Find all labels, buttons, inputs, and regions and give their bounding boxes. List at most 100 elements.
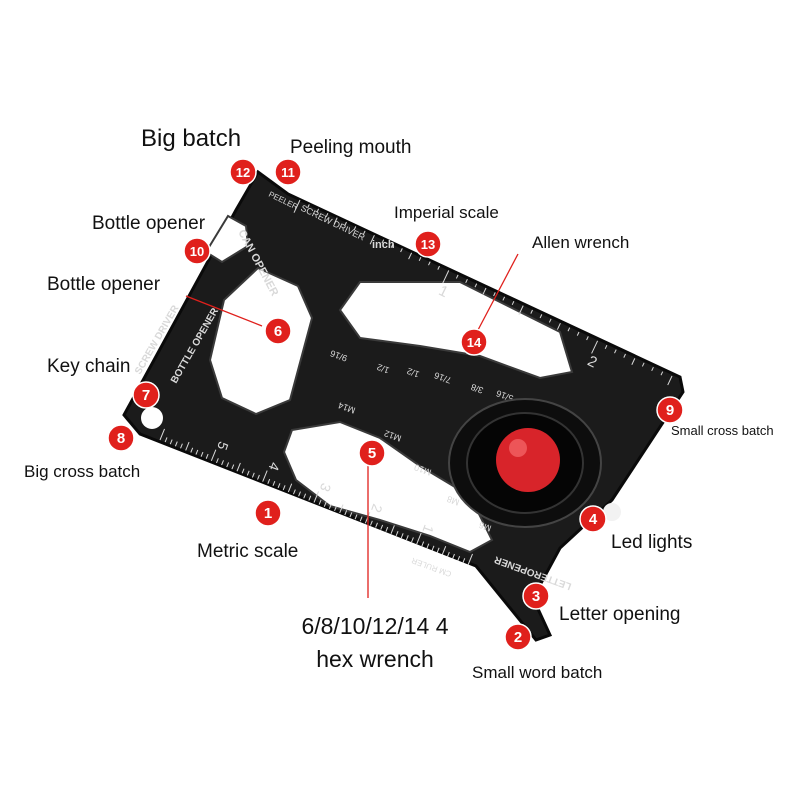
metric-tick — [164, 437, 168, 443]
led-button-highlight — [509, 439, 527, 457]
marker-letter-opening: 3 — [522, 582, 550, 610]
marker-number: 10 — [190, 244, 204, 259]
led-light — [448, 398, 602, 528]
imperial-tick — [316, 208, 320, 213]
imperial-tick — [548, 318, 552, 323]
marker-number: 14 — [467, 335, 482, 350]
imperial-tick — [660, 371, 664, 376]
leader-lines — [185, 253, 519, 598]
metric-tick — [318, 499, 322, 505]
marker-led-lights: 4 — [579, 505, 607, 533]
imperial-tick — [614, 349, 617, 354]
imperial-tick — [442, 270, 450, 284]
metric-tick — [241, 468, 245, 474]
marker-circle — [358, 439, 386, 467]
marker-number: 1 — [264, 505, 272, 522]
metric-hex-size: M6 — [478, 520, 493, 534]
label-big-cross-batch: Big cross batch — [24, 462, 141, 481]
metric-tick — [308, 495, 312, 501]
imperial-tick — [333, 217, 338, 225]
imperial-tick — [530, 309, 533, 314]
metric-tick — [385, 526, 389, 532]
leader-bottle-opener — [185, 295, 263, 327]
imperial-tick — [307, 204, 310, 209]
key-chain-hole — [141, 407, 163, 429]
marker-bottle-opener-mid: 6 — [264, 317, 292, 345]
imperial-tick — [325, 212, 329, 218]
label-allen-wrench: Allen wrench — [532, 233, 630, 252]
metric-tick — [441, 546, 447, 555]
metric-tick — [339, 504, 344, 514]
label-key-chain: Key chain — [47, 356, 131, 377]
metric-tick — [313, 491, 319, 503]
marker-number: 9 — [666, 402, 674, 419]
marker-circle — [579, 505, 607, 533]
metric-tick — [411, 537, 414, 543]
imperial-tick — [344, 221, 347, 226]
marker-peeling-mouth: 11 — [274, 158, 302, 186]
metric-tick — [282, 485, 286, 491]
metric-tick — [400, 533, 404, 539]
imperial-tick — [408, 252, 413, 260]
imperial-tick — [400, 248, 403, 253]
metric-tick — [467, 553, 473, 566]
metric-tick — [416, 532, 422, 545]
metric-hex-size: M8 — [446, 494, 461, 508]
imperial-tick — [631, 358, 636, 365]
imperial-tick — [369, 234, 375, 245]
marker-number: 7 — [142, 387, 150, 404]
imperial-tick — [591, 340, 599, 354]
marker-circle — [460, 328, 488, 356]
metric-tick — [205, 453, 209, 459]
label-letter-opening: Letter opening — [559, 604, 681, 625]
engraving-cm-ruler: CM RULER — [410, 556, 453, 579]
metric-tick — [426, 543, 430, 549]
imperial-hex-size: 1/2 — [406, 366, 421, 380]
label-led-lights: Led lights — [611, 532, 693, 553]
marker-number: 6 — [274, 323, 282, 340]
metric-tick — [359, 516, 363, 522]
imperial-tick — [362, 230, 366, 235]
label-imperial-scale: Imperial scale — [394, 203, 499, 222]
metric-tick — [246, 470, 250, 476]
marker-number: 12 — [236, 165, 250, 180]
label-metric-scale: Metric scale — [197, 541, 299, 562]
label-bottle-opener-top: Bottle opener — [92, 213, 206, 234]
imperial-tick — [493, 292, 496, 297]
metric-tick — [380, 524, 384, 530]
imperial-tick — [353, 226, 357, 231]
marker-circle — [183, 237, 211, 265]
metric-tick — [174, 441, 178, 447]
metric-tick — [370, 520, 373, 526]
marker-circle — [414, 230, 442, 258]
metric-tick — [236, 462, 241, 472]
marker-imperial-scale: 13 — [414, 230, 442, 258]
marker-circle — [522, 582, 550, 610]
cutout-metric-hex — [282, 420, 494, 554]
marker-number: 11 — [281, 165, 295, 180]
metric-tick — [272, 481, 276, 487]
led-button[interactable] — [496, 428, 560, 492]
led-window — [603, 503, 621, 521]
marker-allen-wrench: 14 — [460, 328, 488, 356]
metric-tick — [447, 551, 450, 557]
imperial-tick — [455, 274, 459, 279]
metric-tick — [293, 489, 296, 495]
marker-circle — [504, 623, 532, 651]
metric-tick — [267, 478, 271, 484]
metric-tick — [452, 553, 455, 559]
marker-big-cross-batch: 8 — [107, 424, 135, 452]
metric-tick — [421, 541, 425, 547]
imperial-tick — [576, 331, 580, 336]
imperial-tick — [604, 344, 608, 350]
metric-tick — [436, 547, 440, 553]
marker-metric-scale: 1 — [254, 499, 282, 527]
marker-bottle-opener-top: 10 — [183, 237, 211, 265]
marker-circle — [107, 424, 135, 452]
marker-circle — [274, 158, 302, 186]
imperial-tick — [651, 366, 654, 372]
metric-tick — [328, 503, 332, 509]
metric-tick — [216, 458, 219, 464]
